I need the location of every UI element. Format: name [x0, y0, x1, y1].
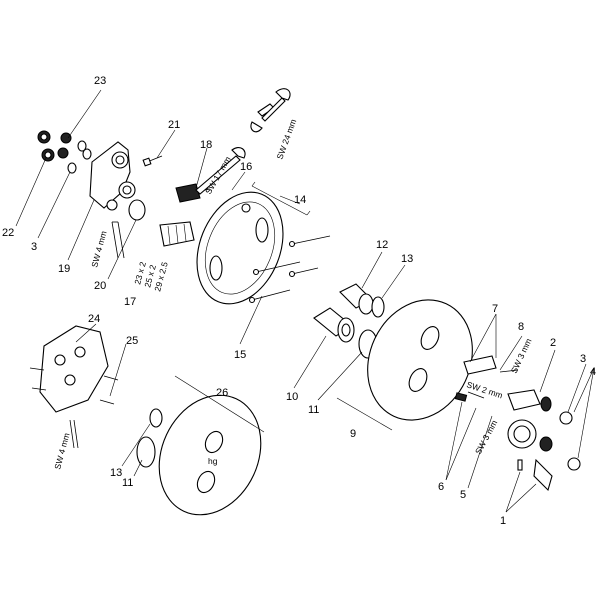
trim-plate-26: hg [158, 394, 262, 516]
tool-label: SW 3 mm [509, 337, 534, 375]
o-ring [67, 162, 77, 174]
cartridge-group [128, 199, 195, 247]
lever [533, 458, 553, 492]
callout: 18 [200, 139, 212, 151]
callout: 2 [550, 337, 556, 349]
callout: 19 [58, 263, 70, 275]
callout: 24 [88, 313, 100, 325]
base-24 [29, 325, 119, 413]
callout: 20 [94, 280, 106, 292]
o-ring-13 [371, 296, 385, 318]
plaster-guard-plate [196, 191, 284, 305]
callout: 17 [124, 296, 136, 308]
callout: 1 [500, 515, 506, 527]
trim-plate [367, 299, 473, 421]
callout: 11 [122, 477, 133, 489]
o-ring-11b [136, 436, 156, 468]
callout: 3 [31, 241, 37, 253]
callout: 6 [438, 481, 444, 493]
callout: 26 [216, 387, 228, 399]
callout: 8 [518, 321, 524, 333]
callout: 15 [234, 349, 246, 361]
valve-body [89, 141, 131, 209]
callout: 21 [168, 119, 180, 131]
callout: 10 [286, 391, 298, 403]
valve-body-group [37, 130, 136, 211]
check-valve [57, 147, 69, 159]
wrench-24mm [250, 88, 291, 133]
screws-15 [248, 235, 331, 304]
cap [567, 457, 581, 471]
callout: 12 [376, 239, 388, 251]
callout: 13 [401, 253, 413, 265]
tool-label: SW 4 mm [52, 432, 71, 471]
o-ring-13b [149, 408, 163, 428]
tool-label: SW 3 mm [473, 418, 499, 456]
o-ring [82, 148, 92, 160]
tool-label: SW 2 mm [465, 379, 504, 400]
extension-10 [313, 307, 355, 343]
handle-upper-group [463, 355, 552, 412]
dimension-label: 29 x 2.5 [152, 260, 170, 292]
tool-label: SW 24 mm [274, 118, 298, 161]
allen-key-4mm-b [69, 419, 79, 449]
tool-label: SW 17 mm [203, 155, 233, 196]
callout: 11 [308, 404, 319, 416]
cap [559, 411, 573, 425]
callout-numbers: 23 22 3 19 21 18 16 20 17 14 12 13 15 10… [2, 75, 596, 527]
tool-label: SW 4 mm [89, 230, 108, 269]
o-ring [77, 140, 87, 152]
callout: 14 [294, 194, 306, 206]
callout: 25 [126, 335, 138, 347]
handle-lower-group [507, 419, 553, 492]
callout: 22 [2, 227, 14, 239]
callout: 7 [492, 303, 498, 315]
callout: 5 [460, 489, 466, 501]
leader-lines [15, 89, 595, 513]
extension-12 [339, 283, 374, 315]
screw-21 [142, 155, 163, 167]
allen-key-4mm-a [111, 221, 125, 259]
callout: 3 [580, 353, 586, 365]
callout: 9 [350, 428, 356, 440]
allen-key-5 [454, 391, 485, 402]
wrench-17mm [195, 147, 246, 195]
svg-text:hg: hg [208, 456, 218, 466]
callout: 4 [590, 366, 596, 378]
callout: 23 [94, 75, 106, 87]
callout: 16 [240, 161, 252, 173]
callout: 13 [110, 467, 122, 479]
check-valve [60, 132, 72, 144]
cartridge-ring [128, 199, 146, 221]
